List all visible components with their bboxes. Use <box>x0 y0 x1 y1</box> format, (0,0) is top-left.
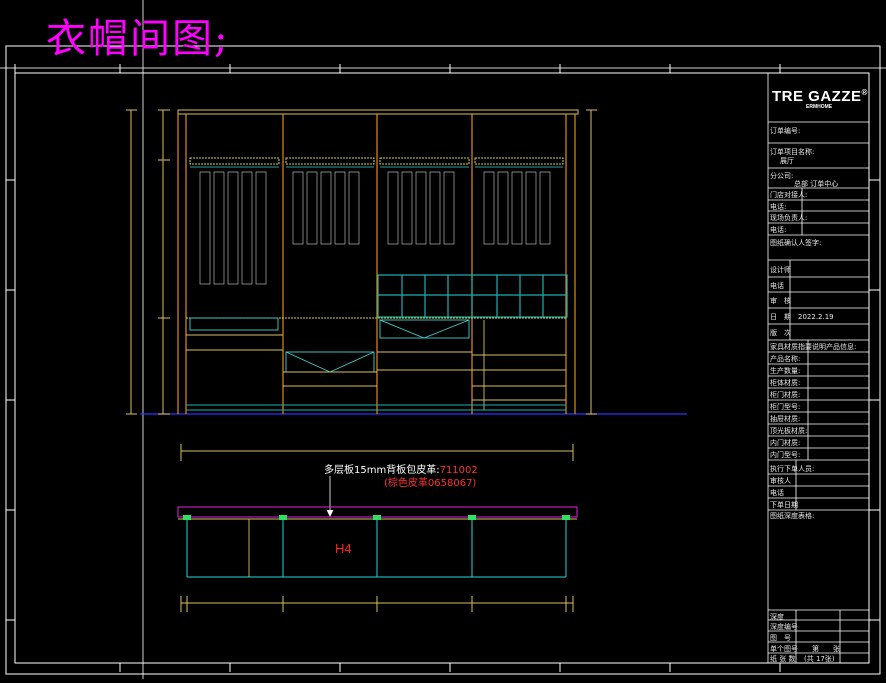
tb-door-model: 柜门型号: <box>770 403 801 411</box>
logo-subtext: ERMHOME <box>806 104 833 110</box>
tb-store-contact: 门店对接人: <box>770 191 808 199</box>
plan-view <box>177 506 578 612</box>
tb-footer-4-value: 第 张 <box>812 645 840 653</box>
tb-reviewer: 审核人 <box>770 477 791 485</box>
accessory-grid <box>377 274 568 318</box>
tb-branch: 分公司: <box>770 172 794 180</box>
tb-footer-5: 纸 张 数 <box>770 655 796 663</box>
tb-footer-5-value: (共 17张) <box>804 655 835 663</box>
logo-text: TRE GAZZE <box>772 88 862 105</box>
tb-project-name: 订单项目名称: <box>770 148 815 156</box>
tb-branch-value: 总部 订单中心 <box>794 180 839 188</box>
tb-phone-2: 电话: <box>770 226 787 234</box>
tb-footer-4: 单个图号 <box>770 645 798 653</box>
tb-shop-owner: 执行下单人员: <box>770 465 815 473</box>
registered-mark: ® <box>861 88 868 97</box>
tb-phone-4: 电话 <box>770 489 784 497</box>
tb-date: 日 期 <box>770 313 791 321</box>
width-dimension <box>180 444 574 461</box>
note-leader <box>326 476 334 517</box>
material-code: 711002 <box>439 465 478 476</box>
tb-drawing-note: 图纸深度表格: <box>770 512 815 520</box>
tb-order-no: 订单编号: <box>770 127 801 135</box>
tb-material-note: 家具材质指要说明产品信息: <box>770 343 857 351</box>
tb-designer: 设计师 <box>770 266 791 274</box>
tb-inner-door-material: 内门材质: <box>770 439 801 447</box>
tb-site-manager: 现场负责人: <box>770 214 808 222</box>
tb-phone-3: 电话 <box>770 282 784 290</box>
material-note-prefix: 多层板15mm背板包皮革: <box>324 465 440 476</box>
tb-door-material: 柜门材质: <box>770 391 801 399</box>
section-label: H4 <box>335 541 352 556</box>
drawing-title: 衣帽间图; <box>46 16 230 62</box>
tb-product-name: 产品名称: <box>770 355 801 363</box>
tb-panel-material: 顶光板材质: <box>770 427 808 435</box>
tb-inner-door-model: 内门型号: <box>770 451 801 459</box>
title-block-grid <box>767 72 870 664</box>
tb-quantity: 生产数量: <box>770 367 801 375</box>
tb-phone-1: 电话: <box>770 203 787 211</box>
material-note: 多层板15mm背板包皮革:711002 <box>324 461 478 476</box>
tb-version: 版 次 <box>770 329 791 337</box>
wardrobe-elevation <box>126 109 687 415</box>
tb-body-material: 柜体材质: <box>770 379 801 387</box>
tb-project-value: 展厅 <box>780 157 794 165</box>
tb-drawer-material: 抽屉材质: <box>770 415 801 423</box>
tb-order-date: 下单日期 <box>770 501 798 509</box>
hanging-clothes <box>199 171 551 285</box>
tb-footer-1: 深度 <box>770 613 784 621</box>
tb-footer-2: 深度编号 <box>770 623 798 631</box>
material-color-note: (棕色皮革0658067) <box>384 478 477 489</box>
tb-confirm-sign: 图纸确认人签字: <box>770 239 822 247</box>
brand-logo: TRE GAZZE® <box>772 88 868 105</box>
tb-review: 审 核 <box>770 297 791 305</box>
tb-date-value: 2022.2.19 <box>798 313 834 321</box>
drawing-frame <box>5 45 881 675</box>
tb-footer-3: 图 号 <box>770 634 791 642</box>
